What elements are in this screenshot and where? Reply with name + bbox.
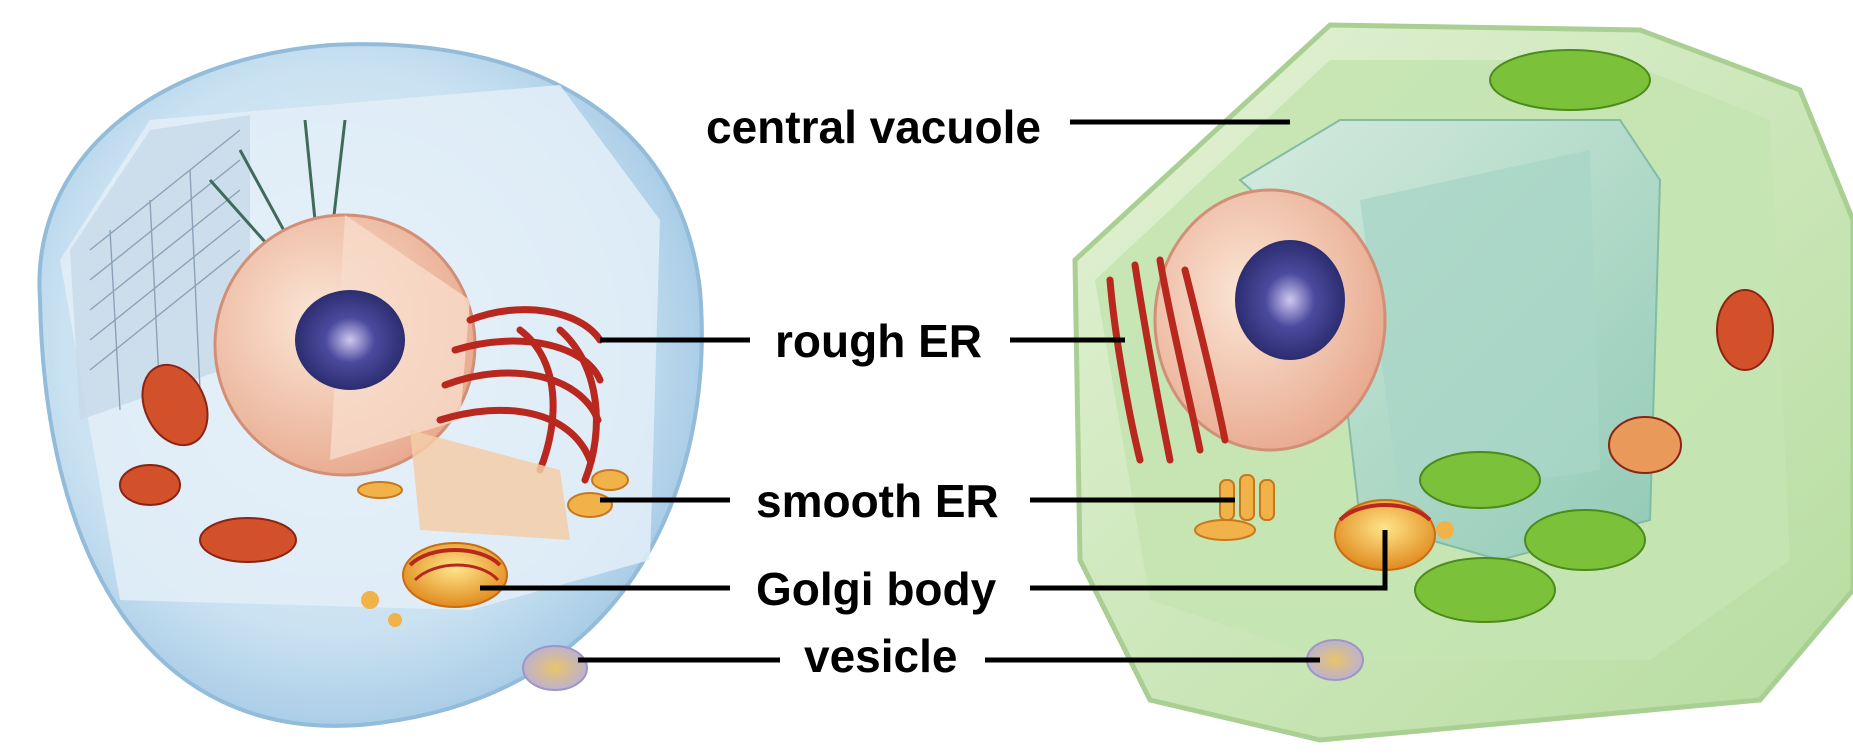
plant-cell bbox=[1075, 25, 1853, 740]
label-golgi-body: Golgi body bbox=[756, 563, 997, 615]
animal-cell bbox=[39, 44, 701, 726]
plant-nucleolus bbox=[1235, 240, 1345, 360]
label-vesicle: vesicle bbox=[804, 630, 957, 682]
labels: central vacuole rough ER smooth ER Golgi… bbox=[706, 101, 1041, 682]
label-central-vacuole: central vacuole bbox=[706, 101, 1041, 153]
label-rough-er: rough ER bbox=[775, 315, 982, 367]
animal-nucleolus bbox=[295, 290, 405, 390]
central-vacuole-inner bbox=[1360, 150, 1600, 500]
label-smooth-er: smooth ER bbox=[756, 475, 999, 527]
animal-vesicle bbox=[523, 646, 587, 690]
